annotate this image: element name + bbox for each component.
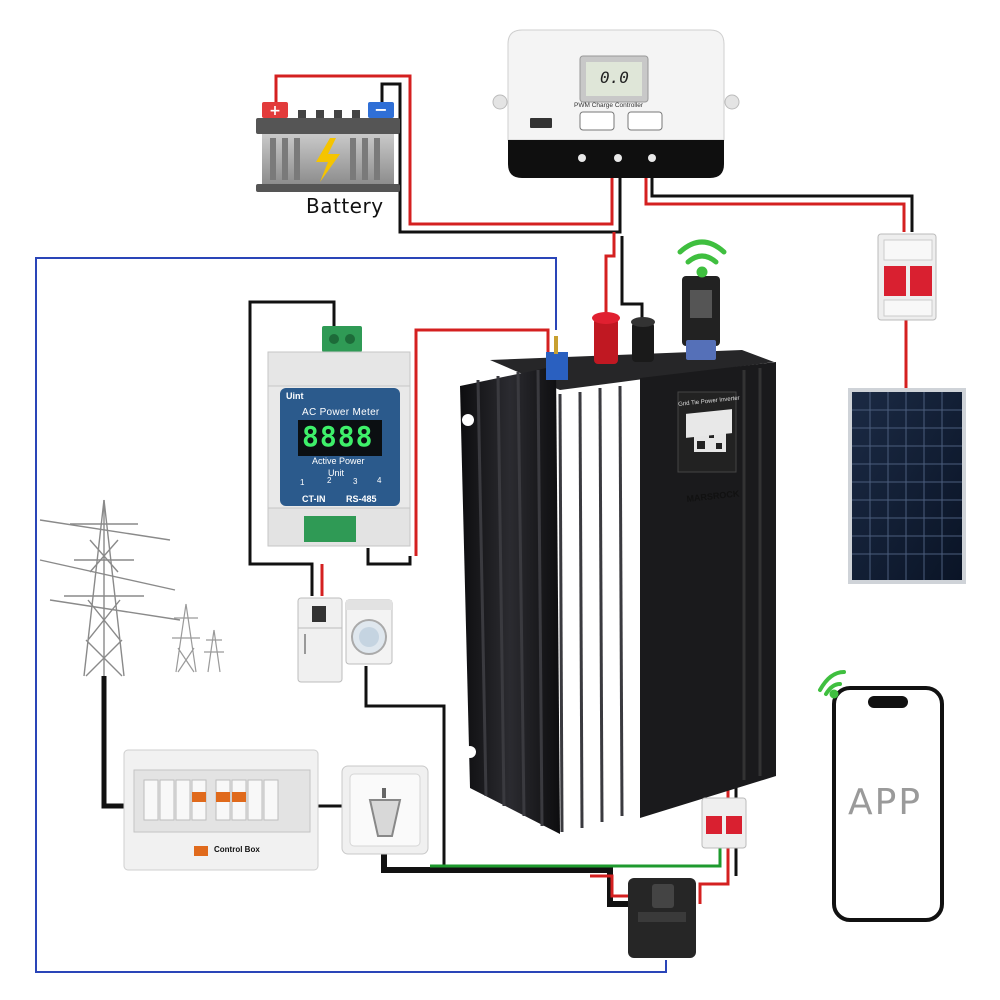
meter-uint-label: Uint xyxy=(286,391,304,401)
svg-text:−: − xyxy=(374,100,387,119)
blue-comm-wire xyxy=(35,257,667,973)
lightning-icon xyxy=(316,138,340,182)
meter-display: 8888 xyxy=(302,420,374,453)
battery-label: Battery xyxy=(306,194,384,218)
meter-ct-label: CT-IN xyxy=(302,494,326,504)
solar-red-wire xyxy=(644,178,906,232)
wall-outlet xyxy=(341,765,429,855)
solar-breaker xyxy=(877,233,937,321)
meter-title: AC Power Meter xyxy=(302,407,380,418)
battery: + − xyxy=(256,100,400,192)
power-tower-large xyxy=(39,499,181,677)
power-tower-small xyxy=(172,603,224,673)
solar-black-wire xyxy=(650,178,914,232)
meter-to-inverter-red xyxy=(414,328,550,556)
green-ground xyxy=(430,820,722,868)
meter-power-black xyxy=(248,300,336,596)
ac-breaker xyxy=(701,797,747,849)
controller-display-value: 0.0 xyxy=(600,68,629,87)
meter-bottom-black xyxy=(366,548,412,566)
control-box xyxy=(123,749,319,871)
meter-subtitle: Active Power xyxy=(312,456,365,466)
charge-controller xyxy=(492,29,740,178)
meter-rs485-label: RS-485 xyxy=(346,494,377,504)
refrigerator xyxy=(297,597,343,683)
control-box-label: Control Box xyxy=(214,845,260,854)
appliance-wire xyxy=(364,666,446,870)
wires xyxy=(35,74,914,973)
controller-to-inverter-red xyxy=(604,232,616,318)
meter-channel-3: 3 xyxy=(353,477,358,486)
wifi-icon-inverter xyxy=(677,239,727,278)
charge-controller-label: PWM Charge Controller xyxy=(574,102,643,109)
meter-channel-1: 1 xyxy=(300,478,305,487)
ct-clamp xyxy=(628,878,696,958)
grid-line-wire xyxy=(101,676,128,809)
meter-channel-2: 2 xyxy=(327,476,332,485)
meter-unit-label: Unit xyxy=(328,468,345,478)
app-label: APP xyxy=(848,782,923,823)
controller-to-inverter-black xyxy=(620,236,644,320)
meter-channel-4: 4 xyxy=(377,476,382,485)
smartphone xyxy=(832,686,944,922)
ac-power-meter xyxy=(267,326,411,547)
washing-machine xyxy=(345,599,393,665)
battery-negative-wire xyxy=(380,82,622,234)
grid-tie-inverter xyxy=(460,276,776,834)
solar-panel xyxy=(848,388,966,584)
wifi-icon-phone xyxy=(818,670,846,699)
battery-positive-wire xyxy=(274,74,614,226)
svg-text:+: + xyxy=(269,103,281,119)
